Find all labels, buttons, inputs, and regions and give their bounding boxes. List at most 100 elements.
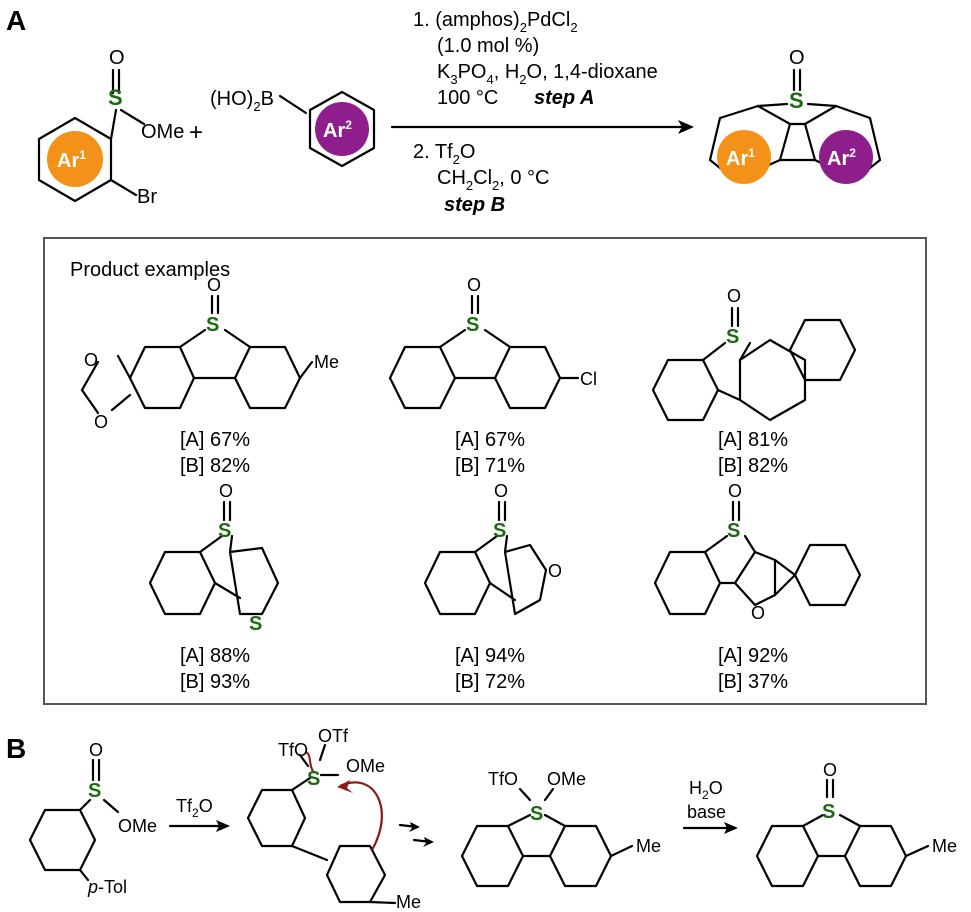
ex3-yield-b: [B] 82% [718, 455, 788, 477]
ex3-oxygen: O [727, 286, 741, 306]
b-sm-ome: OMe [118, 816, 157, 836]
ex6-furan [733, 550, 777, 607]
ex1-sulfur: S [206, 314, 219, 336]
ar2-badge [315, 102, 369, 156]
b-sm-sulfur: S [88, 780, 101, 802]
b-int-c-s [290, 776, 312, 792]
ex3-yield-a: [A] 81% [718, 429, 788, 451]
ex6-c-s-left [703, 534, 729, 554]
example-2-structure [388, 294, 580, 410]
b-arrowhead-2a [409, 822, 420, 832]
ex6-yield-b: [B] 37% [718, 671, 788, 693]
cond1-line4: 100 °C [437, 87, 498, 109]
b-p2-sulfur: S [530, 803, 543, 825]
b-p3-ring-1 [755, 824, 820, 888]
examples-title: Product examples [70, 259, 230, 281]
ex3-c-s-left [701, 341, 727, 362]
ex1-c-s-right [223, 328, 252, 349]
ex3-ring-right [788, 318, 857, 382]
b-arrowhead-2b [423, 837, 434, 847]
b-sm-c-s [78, 798, 92, 812]
b-h2o: H2O [689, 778, 723, 802]
step-a-label: step A [534, 87, 594, 109]
ex5-oxygen: O [494, 481, 508, 501]
ex1-dioxole-3 [80, 360, 100, 392]
ex4-sulfur: S [218, 520, 231, 542]
ex3-biaryl [716, 388, 742, 402]
ex5-c-s-left [473, 534, 499, 554]
examples-box [43, 237, 927, 705]
example-1-structure [80, 294, 314, 415]
example-4-structure [148, 500, 280, 616]
example-5-structure [423, 500, 548, 616]
prod-ar1-text: Ar1 [726, 146, 755, 170]
panel-a-label: A [6, 5, 26, 36]
ex1-me-bond [298, 360, 314, 380]
b-p2-me: Me [636, 836, 661, 856]
b-sm-ring [28, 808, 97, 872]
b-int-s-tfo [298, 753, 310, 768]
sm-sulfur: S [108, 85, 123, 110]
b-int-curved-arrow [339, 781, 383, 851]
b-int-ome: OMe [346, 756, 385, 776]
b-p3-me-bond [904, 844, 930, 858]
sm-ar2-text: Ar2 [323, 118, 352, 142]
reaction-arrowhead-a [678, 120, 694, 134]
sm-oxygen: O [109, 47, 125, 69]
b-p2-c-s-1 [506, 813, 532, 828]
product-scaffold [708, 68, 882, 184]
prod-ar2-badge [819, 130, 873, 184]
ex5-yield-b: [B] 72% [455, 671, 525, 693]
b-sm-oxygen: O [89, 740, 103, 760]
ex4-c-s-left [198, 534, 224, 554]
ex6-c-s-right [743, 534, 757, 554]
ex2-yield-b: [B] 71% [455, 455, 525, 477]
start-material-aryl-bromide [37, 68, 146, 203]
ex1-ring-left [128, 345, 196, 410]
ex6-fuse-1 [773, 558, 797, 577]
b-p2-c-s-2 [543, 813, 567, 828]
b-p2-me-bond [609, 844, 634, 858]
prod-c-s-left [756, 102, 789, 108]
b-start-material [28, 758, 120, 882]
ex1-dioxole-o1: O [84, 350, 98, 370]
ex6-sulfur: S [727, 520, 740, 542]
b-product-2 [460, 787, 634, 888]
ex4-thiophene [228, 546, 280, 616]
boronic-acid [278, 90, 376, 168]
ex5-sulfur: S [493, 520, 506, 542]
ex5-c-s-right [503, 534, 509, 554]
cond1-line2: (1.0 mol %) [437, 35, 539, 57]
ex4-ring-left [148, 550, 217, 616]
ex5-biaryl [488, 581, 517, 602]
b-p3-c-s-2 [838, 813, 862, 828]
prod-ar1-badge [717, 130, 771, 184]
b-p3-me: Me [932, 836, 957, 856]
b-int-sulfur: S [307, 768, 320, 790]
prod-sulfur: S [789, 88, 804, 113]
b-p2-ring-2 [548, 824, 613, 888]
ex1-yield-a: [A] 67% [180, 429, 250, 451]
cond2-line2: CH2Cl2, 0 °C [437, 167, 549, 193]
ex6-furan-o: O [751, 603, 765, 623]
b-reagent-tf2o: Tf2O [176, 796, 213, 820]
b-p3-ring-2 [843, 824, 908, 888]
boronic-label: (HO)2B [210, 88, 274, 114]
ex2-yield-a: [A] 67% [455, 429, 525, 451]
ex1-dioxole-o2: O [94, 412, 108, 432]
ex4-c-s-right [228, 534, 234, 554]
b-int-otf: OTf [318, 726, 349, 746]
cond2-line1: 2. Tf2O [413, 141, 475, 167]
b-p2-ome: OMe [547, 769, 586, 789]
ex3-sulfur: S [726, 326, 739, 348]
bond-c-br [109, 178, 138, 197]
b-int-me-bond [368, 900, 397, 905]
prod-oxygen: O [789, 47, 805, 69]
ex4-biaryl [213, 581, 242, 600]
bond-b-ar2 [278, 94, 308, 115]
bond-s-ome [119, 108, 146, 126]
ex6-yield-a: [A] 92% [718, 645, 788, 667]
ex6-ring-right [793, 543, 862, 607]
ex5-furan [503, 543, 548, 616]
